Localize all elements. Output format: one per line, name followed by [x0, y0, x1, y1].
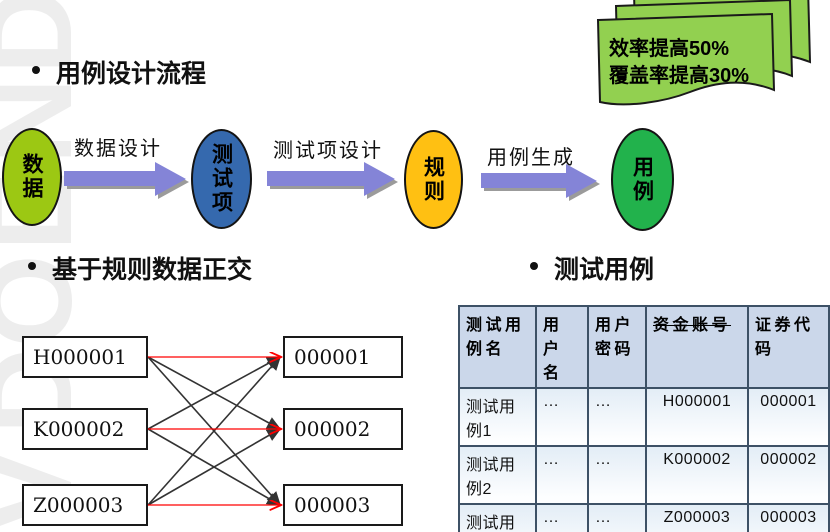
right-value-box: 000003	[283, 484, 403, 526]
cell-fund-account: Z000003	[645, 503, 749, 532]
flow-node-testitem-label: 测试项	[209, 143, 234, 215]
col-header-testcase-name: 测试用例名	[458, 305, 537, 389]
right-value-box: 000002	[283, 408, 403, 450]
bullet-icon	[530, 262, 538, 270]
table-row: 测试用例3 … … Z000003 000003	[458, 503, 830, 532]
bullet-icon	[32, 66, 40, 74]
col-header-stock-code: 证券代码	[747, 305, 830, 389]
sticky-line-2: 覆盖率提高30%	[609, 65, 750, 87]
left-value-box: K000002	[22, 408, 148, 450]
cell-testcase-name: 测试用例1	[458, 387, 537, 447]
flow-arrow-label-1: 数据设计	[74, 138, 162, 160]
cell-username: …	[535, 387, 589, 447]
cell-testcase-name: 测试用例2	[458, 445, 537, 505]
flow-node-data-label: 数据	[20, 153, 44, 201]
cell-password: …	[587, 445, 647, 505]
left-value-box: H000001	[22, 336, 148, 378]
cell-stock-code: 000002	[747, 445, 830, 505]
flow-arrow-label-2: 测试项设计	[273, 140, 383, 162]
block-arrow-icon	[64, 162, 189, 199]
cell-stock-code: 000001	[747, 387, 830, 447]
flow-node-usecase-label: 用例	[630, 155, 655, 204]
orthogonal-section-title: 基于规则数据正交	[28, 250, 252, 286]
cell-password: …	[587, 387, 647, 447]
testcase-table: 测试用例名 用户名 用户密码 资金账号 证券代码 测试用例1 … … H0000…	[458, 305, 830, 532]
sticky-notes-icon	[596, 0, 812, 106]
flow-node-rule-label: 规则	[421, 155, 446, 204]
cell-fund-account: H000001	[645, 387, 749, 447]
testcase-title-text: 测试用例	[554, 257, 655, 284]
flow-node-testitem: 测试项	[191, 129, 252, 229]
sticky-line-1: 效率提高50%	[609, 38, 730, 60]
flow-section-title: 用例设计流程	[32, 54, 206, 90]
flow-title-text: 用例设计流程	[56, 61, 207, 88]
cell-username: …	[535, 503, 589, 532]
flow-node-rule: 规则	[404, 130, 463, 229]
cell-fund-account: K000002	[645, 445, 749, 505]
orthogonal-title-text: 基于规则数据正交	[52, 257, 253, 284]
cell-testcase-name: 测试用例3	[458, 503, 537, 532]
cell-password: …	[587, 503, 647, 532]
col-header-fund-account: 资金账号	[645, 305, 749, 389]
cell-username: …	[535, 445, 589, 505]
testcase-section-title: 测试用例	[530, 250, 654, 286]
left-value-box: Z000003	[22, 484, 148, 526]
table-row: 测试用例2 … … K000002 000002	[458, 445, 830, 505]
col-header-username: 用户名	[535, 305, 589, 389]
bullet-icon	[28, 262, 36, 270]
right-value-box: 000001	[283, 336, 403, 378]
col-header-password: 用户密码	[587, 305, 647, 389]
block-arrow-icon	[481, 164, 600, 201]
block-arrow-icon	[267, 162, 398, 199]
sticky-note-text: 效率提高50% 覆盖率提高30%	[609, 36, 779, 90]
flow-arrow-label-3: 用例生成	[487, 147, 575, 169]
mapping-lines	[147, 325, 292, 532]
table-header-row: 测试用例名 用户名 用户密码 资金账号 证券代码	[458, 305, 830, 389]
flow-node-usecase: 用例	[611, 128, 674, 231]
cell-stock-code: 000003	[747, 503, 830, 532]
flow-node-data: 数据	[2, 128, 62, 226]
table-row: 测试用例1 … … H000001 000001	[458, 387, 830, 447]
